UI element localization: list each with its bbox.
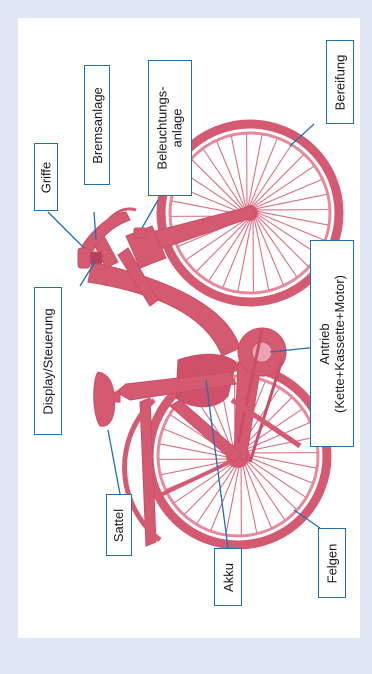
front-light [134, 228, 146, 238]
label-bremsanlage: Bremsanlage [84, 65, 110, 185]
label-bereifung: Bereifung [326, 40, 354, 124]
leader-sattel [108, 430, 120, 494]
label-antrieb: Antrieb (Kette+Kassette+Motor) [310, 240, 354, 447]
label-beleuchtung-line2: anlage [170, 86, 185, 169]
spoke [231, 136, 245, 206]
label-akku: Akku [214, 548, 242, 606]
spoke [246, 454, 316, 468]
display [90, 252, 102, 264]
spoke [242, 463, 256, 533]
label-antrieb-line1: Antrieb [317, 274, 332, 412]
label-akku-text: Akku [221, 563, 236, 592]
label-felgen-text: Felgen [325, 543, 340, 583]
down-tube [88, 262, 240, 356]
label-display-steuerung: Display/Steuerung [34, 287, 62, 435]
leader-beleuchtung [142, 200, 158, 228]
label-sattel: Sattel [106, 494, 132, 556]
label-antrieb-line2: (Kette+Kassette+Motor) [332, 274, 347, 412]
spoke [257, 194, 327, 208]
label-griffe: Griffe [34, 143, 58, 211]
label-griffe-text: Griffe [39, 161, 54, 193]
grip [78, 248, 90, 268]
spoke [254, 220, 268, 290]
spoke [258, 211, 328, 225]
label-sattel-text: Sattel [112, 508, 127, 541]
spoke [252, 146, 291, 206]
label-beleuchtung-line1: Beleuchtungs- [155, 86, 170, 169]
leader-griffe [48, 212, 84, 248]
spoke [258, 215, 318, 254]
saddle [94, 372, 115, 426]
label-display-text: Display/Steuerung [41, 308, 56, 414]
spoke [248, 135, 262, 205]
label-felgen: Felgen [318, 528, 346, 598]
label-beleuchtungsanlage: Beleuchtungs- anlage [148, 60, 192, 196]
label-bereifung-text: Bereifung [333, 54, 348, 110]
spoke [226, 464, 240, 534]
label-bremsanlage-text: Bremsanlage [90, 87, 105, 164]
spoke [238, 221, 252, 291]
spoke [246, 458, 306, 497]
